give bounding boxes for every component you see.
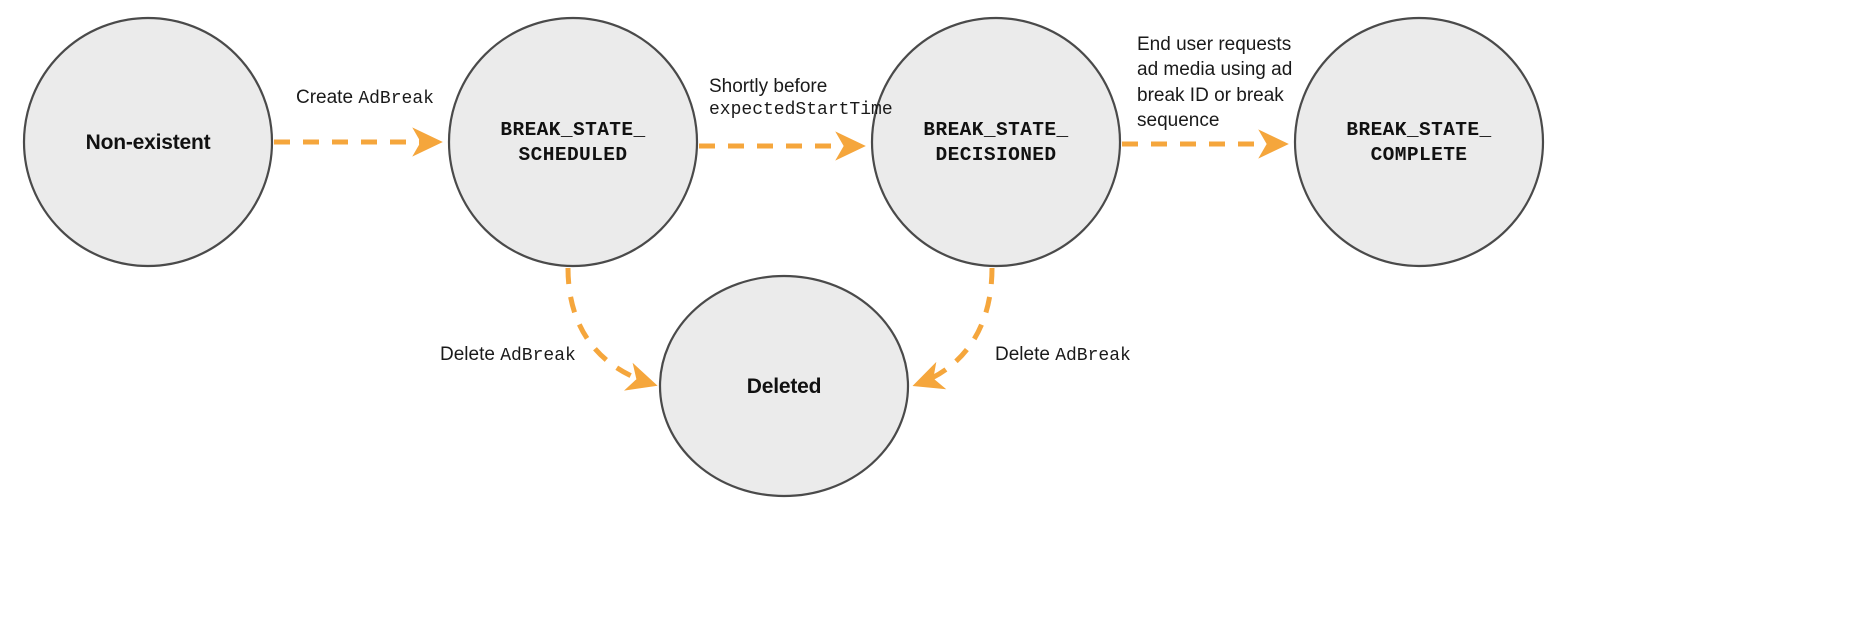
node-non-existent[interactable] xyxy=(22,16,274,268)
edge-delete-from-decisioned xyxy=(912,267,995,390)
edge-line-delete-from-decisioned xyxy=(912,267,995,390)
edge-line-delete-from-scheduled xyxy=(565,267,658,391)
node-deleted[interactable] xyxy=(658,274,910,498)
node-break-state-complete[interactable] xyxy=(1293,16,1545,268)
node-break-state-decisioned[interactable] xyxy=(870,16,1122,268)
node-break-state-scheduled[interactable] xyxy=(447,16,699,268)
edge-delete-from-scheduled xyxy=(565,267,658,391)
